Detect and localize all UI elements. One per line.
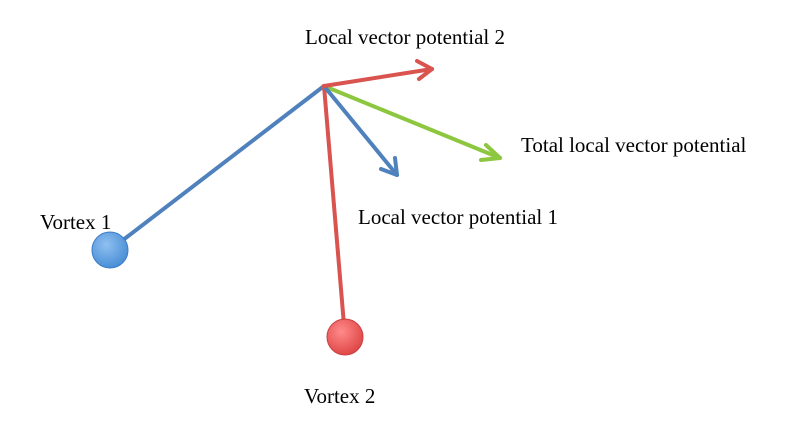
vector-potential-2-arrow [322,59,434,88]
vortex1-connector-line [108,84,326,252]
vector-potential-1-arrow [322,84,399,177]
vortex2-circle [326,318,364,356]
total-local-vector-potential-label: Total local vector potential [521,133,747,157]
total-vector-arrow [322,84,502,162]
local-vector-potential-1-label: Local vector potential 1 [358,205,559,229]
vortex1-circle [91,231,129,269]
local-vector-potential-2-label: Local vector potential 2 [305,25,506,49]
vortex-2-label: Vortex 2 [304,384,376,408]
vortex-1-label: Vortex 1 [40,210,112,234]
vortex2-connector-line [322,84,347,339]
